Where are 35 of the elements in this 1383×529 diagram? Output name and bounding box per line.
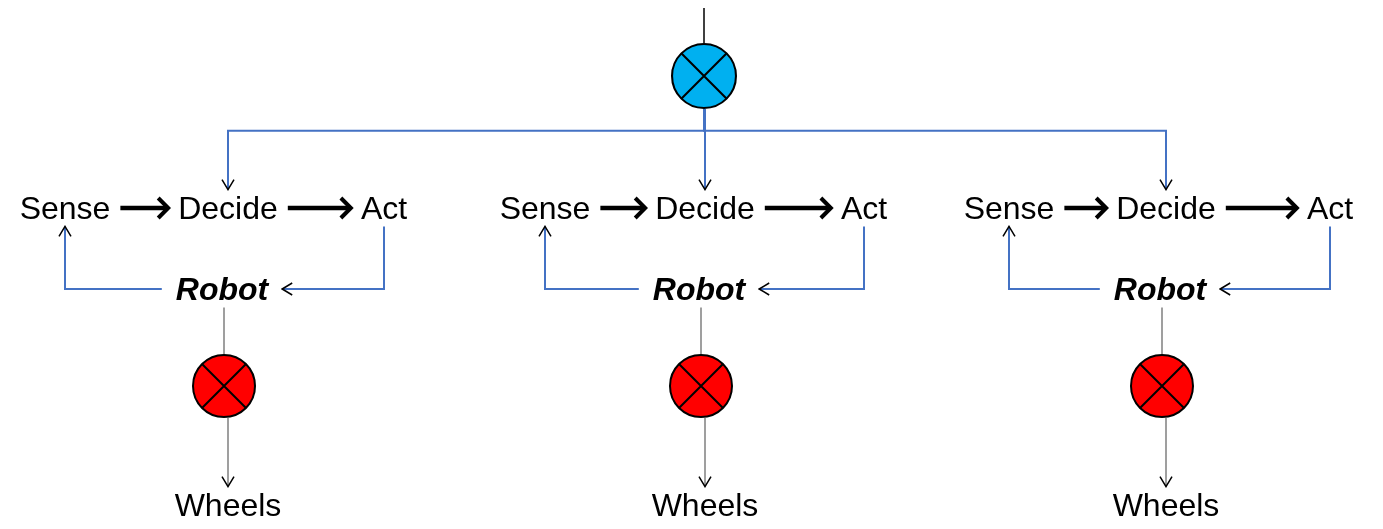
process-label: Decide [178,189,278,226]
arrow [58,225,163,290]
arrow [221,417,235,488]
process-label: Sense [963,189,1055,226]
process-label: Decide [655,189,755,226]
process-label: Act [1306,189,1354,226]
output-label: Wheels [651,486,759,523]
arrow [1225,196,1299,220]
robot-label: Robot [175,270,269,307]
process-label: Sense [19,189,111,226]
output-label: Wheels [174,486,282,523]
robot-label: Robot [652,270,746,307]
arrow [698,108,712,191]
process-label: Sense [499,189,591,226]
connector-line [1161,306,1163,355]
robot-label: Robot [1113,270,1207,307]
arrow [758,225,865,296]
arrow [1002,225,1101,290]
connector-line [223,306,225,355]
arrow [1064,196,1109,220]
arrow [120,196,171,220]
connector-line [700,306,702,355]
arrow [1219,225,1331,296]
process-label: Decide [1116,189,1216,226]
output-label: Wheels [1112,486,1220,523]
connector-line [703,7,705,44]
arrow [538,225,640,290]
process-label: Act [840,189,888,226]
process-label: Act [360,189,408,226]
arrow [764,196,833,220]
arrow [698,417,712,488]
arrow [600,196,648,220]
arrow [1159,417,1173,488]
arrow [281,225,385,296]
arrow [287,196,353,220]
